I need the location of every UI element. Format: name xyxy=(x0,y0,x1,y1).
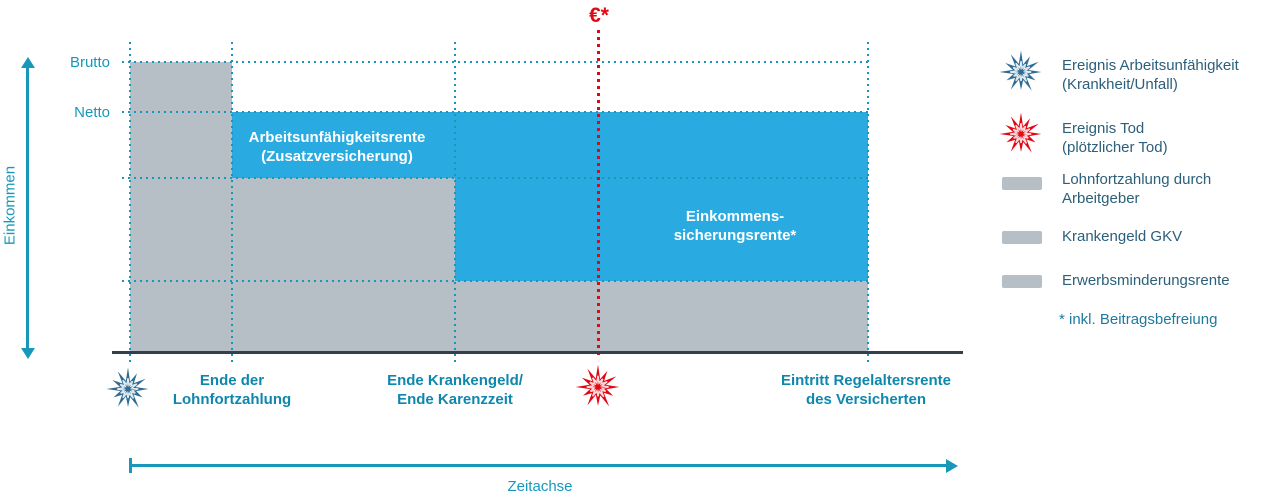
euro-payout-symbol: €* xyxy=(589,4,609,27)
legend-label-krankengeld: Krankengeld GKV xyxy=(1062,228,1183,245)
time-axis-arrow-icon xyxy=(946,458,958,473)
legend-swatch-lohnfortzahlung-icon xyxy=(1002,177,1042,190)
area-arbeitsunfaehigkeitsrente xyxy=(232,112,868,178)
guideline-ende-krankengeld xyxy=(454,42,456,364)
area-einkommenssicherungsrente xyxy=(455,178,868,281)
legend-burst-red-icon xyxy=(997,110,1045,158)
time-axis-line xyxy=(130,464,948,467)
gridline-brutto xyxy=(122,61,868,63)
legend-label-ereignis-tod: Ereignis Tod (plötzlicher Tod) xyxy=(1062,120,1168,156)
legend-swatch-erwerbsminderungsrente-icon xyxy=(1002,275,1042,288)
milestone-regelaltersrente: Eintritt Regelaltersrente des Versichert… xyxy=(780,372,952,408)
milestone-ende-krankengeld: Ende Krankengeld/ Ende Karenzzeit xyxy=(387,372,523,408)
guideline-ende-lohnfortzahlung xyxy=(231,42,233,364)
block-lohnfortzahlung xyxy=(130,62,232,352)
area-label-arbeitsunfaehigkeitsrente: Arbeitsunfähigkeitsrente (Zusatzversiche… xyxy=(248,129,426,165)
y-axis-arrow-down-icon xyxy=(20,348,35,359)
guideline-regelaltersrente xyxy=(867,42,869,364)
legend-note-beitragsbefreiung: * inkl. Beitragsbefreiung xyxy=(1059,311,1218,328)
legend-burst-blue-icon xyxy=(997,48,1045,96)
block-erwerbsminderungsrente xyxy=(455,281,868,352)
y-axis-label: Einkommen xyxy=(1,165,19,246)
event-arbeitsunfaehigkeit-burst-icon xyxy=(104,365,152,413)
guideline-start xyxy=(129,42,131,364)
x-axis-line xyxy=(112,351,963,354)
legend-label-erwerbsminderungsrente: Erwerbsminderungsrente xyxy=(1062,272,1230,289)
gridline-netto xyxy=(122,111,868,113)
legend-label-lohnfortzahlung: Lohnfortzahlung durch Arbeitgeber xyxy=(1062,171,1212,207)
area-label-einkommenssicherungsrente: Einkommens- sicherungsrente* xyxy=(673,208,797,244)
guideline-tod xyxy=(597,30,600,355)
milestone-ende-lohnfortzahlung: Ende der Lohnfortzahlung xyxy=(172,372,292,408)
gridline-krankengeld-level xyxy=(122,177,868,179)
event-tod-burst-icon xyxy=(573,362,623,412)
block-krankengeld xyxy=(232,178,455,352)
y-axis-line xyxy=(26,66,29,350)
y-tick-netto: Netto xyxy=(74,104,110,121)
legend-swatch-krankengeld-icon xyxy=(1002,231,1042,244)
gridline-erwerbsminderung-level xyxy=(122,280,868,282)
time-axis-label: Zeitachse xyxy=(507,478,573,495)
y-tick-brutto: Brutto xyxy=(69,54,110,71)
legend-label-ereignis-arbeitsunfaehigkeit: Ereignis Arbeitsunfähigkeit (Krankheit/U… xyxy=(1062,57,1239,93)
y-axis-arrow-up-icon xyxy=(20,57,35,68)
